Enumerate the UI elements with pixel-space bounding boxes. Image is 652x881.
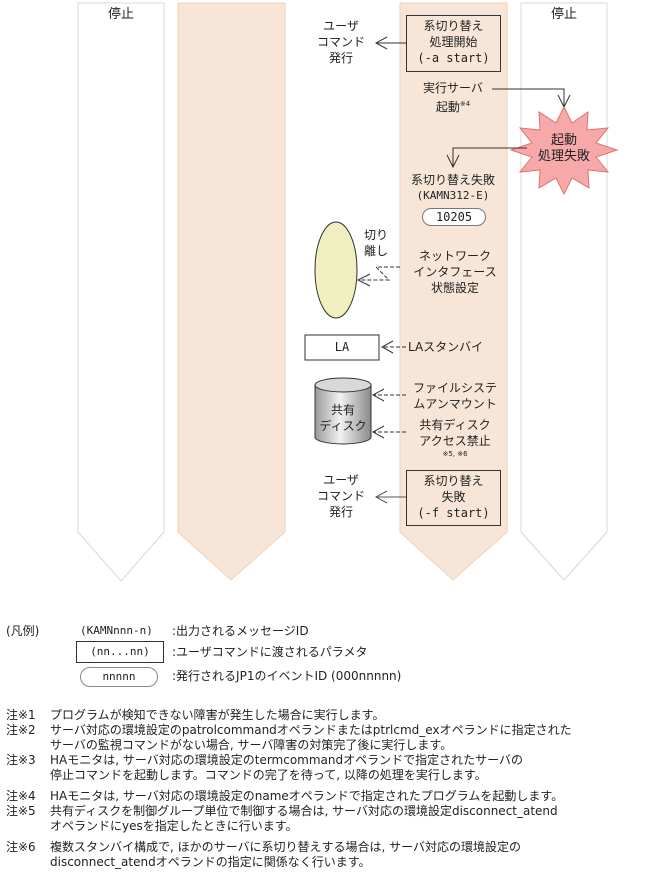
switch-fail-param: (-f start) [417,506,490,520]
switch-failure-message: 系切り替え失敗 (KAMN312-E) [398,172,508,204]
network-line2: インタフェース [413,265,497,279]
column-header-stop-right: 停止 [550,7,577,22]
detach-label: 切り 離し [364,227,396,259]
note-6-text-2: disconnect_atendオペランドの指定に関係なく行います。 [50,855,371,869]
column-active-right [399,2,508,581]
legend-title: (凡例) [6,624,40,638]
la-box-outline [304,334,380,361]
user-command-line3: 発行 [328,51,353,65]
note-2: 注※2 サーバ対応の環境設定のpatrolcommandオペランドまたはptrlc… [6,723,572,753]
event-id-pill: 10205 [422,208,486,226]
note-5-label: 注※5 [6,804,36,818]
note-1-text: プログラムが検知できない障害が発生した場合に実行します。 [50,708,385,722]
note-1-label: 注※1 [6,708,36,722]
note-5: 注※5 共有ディスクを制御グループ単位で制御する場合は, サーバ対応の環境設定di… [6,804,558,834]
switch-failure-text: 系切り替え失敗 [410,173,495,187]
note-4-label: 注※4 [6,789,36,803]
startup-failure-burst [509,105,619,196]
fs-unmount-line1: ファイルシステ [412,381,497,395]
network-interface-label: ネットワーク インタフェース 状態設定 [400,248,510,296]
legend-message-id-desc: :出力されるメッセージID [172,624,309,638]
note-2-label: 注※2 [6,723,36,737]
network-interface-ellipse [314,221,358,319]
legend-event-id-symbol: nnnnn [80,667,158,687]
detach-line2: 離し [364,244,389,258]
disk-block-line2: アクセス禁止 [419,434,491,448]
legend-event-id-desc: :発行されるJP1のイベントID (000nnnnn) [172,669,402,683]
shared-disk-line1: 共有 [330,403,355,417]
fs-unmount-label: ファイルシステ ムアンマウント [400,380,510,412]
exec-server-start-label: 実行サーバ 起動※4 [410,80,496,115]
message-id-kamn312e: (KAMN312-E) [416,189,490,202]
switch-failure-box: 系切り替え 失敗 (-f start) [406,470,501,526]
switch-fail-box-line1: 系切り替え [423,474,484,488]
note-2-text-2: サーバの監視コマンドがない場合, サーバ障害の対策完了後に実行します。 [50,738,453,752]
column-standby-left [77,2,165,582]
switch-start-box: 系切り替え 処理開始 (-a start) [406,15,501,72]
note-6-label: 注※6 [6,840,36,854]
note-ref-4: ※4 [459,100,471,108]
disk-access-block-label: 共有ディスク アクセス禁止 ※5, ※6 [400,417,510,459]
note-5-text-2: オペランドにyesを指定したときに行います。 [50,819,298,833]
note-ref-5-6: ※5, ※6 [442,450,468,458]
exec-server-line1: 実行サーバ [423,81,483,95]
note-6: 注※6 複数スタンバイ構成で, ほかのサーバに系切り替えする場合は, サーバ対応の… [6,840,521,870]
legend-parameter-desc: :ユーザコマンドに渡されるパラメタ [172,645,368,659]
legend-message-id-symbol: (KAMNnnn-n) [80,624,153,637]
note-5-text-1: 共有ディスクを制御グループ単位で制御する場合は, サーバ対応の環境設定disco… [50,804,558,818]
fs-unmount-line2: ムアンマウント [413,397,497,411]
network-line3: 状態設定 [430,281,479,295]
switch-start-line2: 処理開始 [429,35,478,49]
user-command-line2: コマンド [316,35,365,49]
shared-disk-line2: ディスク [319,419,367,433]
flow-diagram [77,2,619,582]
note-4-text: HAモニタは, サーバ対応の環境設定のnameオペランドで指定されたプログラムを… [50,789,564,803]
user-command-label-1: ユーザ コマンド 発行 [310,18,372,66]
exec-server-start-text: 起動 [435,100,460,114]
startup-failure-label: 起動 処理失敗 [530,133,598,165]
column-header-stop-left: 停止 [107,7,134,22]
la-box: LA [334,340,350,354]
switch-fail-box-line2: 失敗 [441,490,466,504]
user-command2-line2: コマンド [316,489,365,503]
note-4: 注※4 HAモニタは, サーバ対応の環境設定のnameオペランドで指定されたプログ… [6,789,563,804]
note-3-label: 注※3 [6,753,36,767]
note-3-text-2: 停止コマンドを起動します。コマンドの完了を待って, 以降の処理を実行します。 [50,768,487,782]
note-1: 注※1 プログラムが検知できない障害が発生した場合に実行します。 [6,708,384,723]
shared-disk-label: 共有 ディスク [315,402,371,434]
startup-failure-line1: 起動 [550,133,577,148]
detach-line1: 切り [364,228,389,242]
startup-failure-line2: 処理失敗 [537,149,590,164]
legend-parameter-symbol: (nn...nn) [76,641,164,663]
la-standby-label: LAスタンバイ [408,340,484,354]
note-6-text-1: 複数スタンバイ構成で, ほかのサーバに系切り替えする場合は, サーバ対応の環境設… [50,840,522,854]
user-command2-line1: ユーザ [323,473,359,487]
switch-start-param: (-a start) [417,51,490,65]
network-line1: ネットワーク [418,249,491,263]
user-command2-line3: 発行 [328,505,353,519]
exec-server-line2: 起動※4 [410,96,496,115]
switch-start-line1: 系切り替え [423,19,484,33]
user-command-label-2: ユーザ コマンド 発行 [310,472,372,520]
disk-block-line1: 共有ディスク [419,418,491,432]
shared-disk-cylinder [314,385,372,445]
note-2-text-1: サーバ対応の環境設定のpatrolcommandオペランドまたはptrlcmd_… [50,723,572,737]
note-3-text-1: HAモニタは, サーバ対応の環境設定のtermcommandオペランドで指定され… [50,753,524,767]
user-command-line1: ユーザ [323,19,359,33]
note-3: 注※3 HAモニタは, サーバ対応の環境設定のtermcommandオペランドで指… [6,753,523,783]
column-active-left [177,2,286,581]
